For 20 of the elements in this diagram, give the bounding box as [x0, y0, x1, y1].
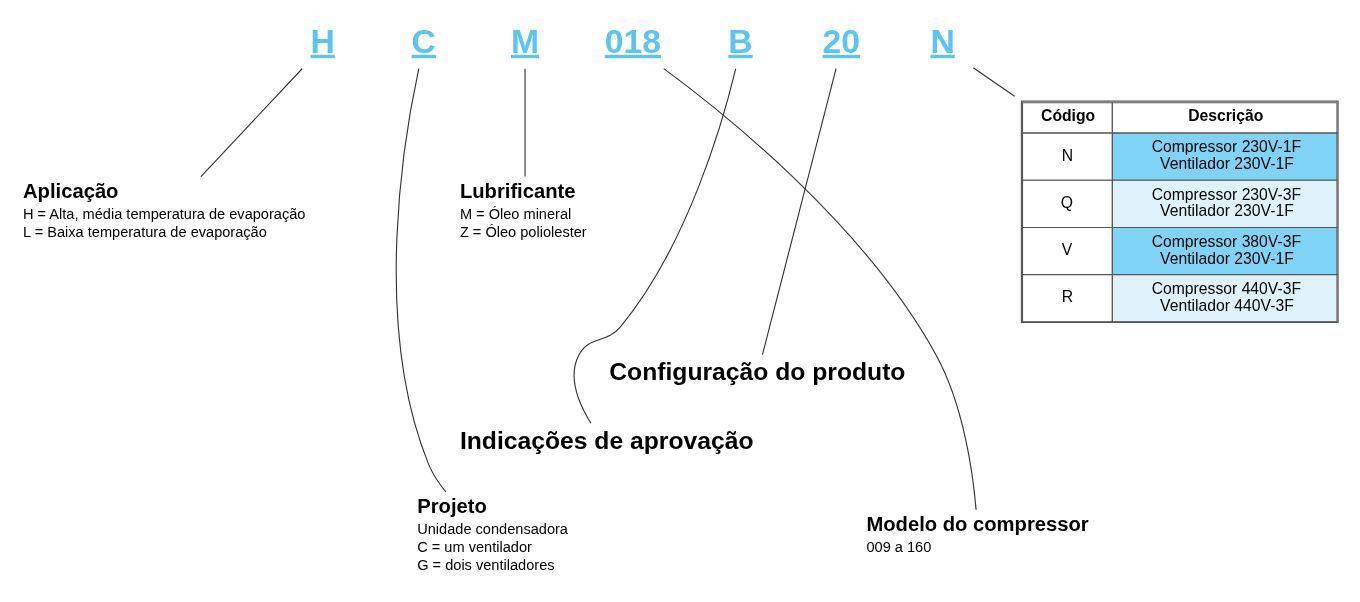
node-text: 20: [822, 22, 861, 60]
connector: [573, 68, 737, 424]
node-text: Lubrificante M = Óleo mineral Z = Óleo poliolester: [459, 179, 587, 240]
connector: [200, 68, 303, 178]
node-text: Projeto Unidade condensadora C = um ventilador G = dois ventiladores: [417, 494, 568, 573]
node-text: H: [310, 22, 335, 60]
connector: [972, 67, 1016, 97]
connector: [395, 68, 447, 493]
connector: [761, 68, 837, 356]
node-text: Aplicação H = Alta, média temperatura de evaporação L = Baixa temperatura de evaporação: [23, 179, 306, 240]
connector: [663, 68, 977, 511]
node-text: Modelo do compressor 009 a 160: [866, 512, 1089, 555]
node-text: Indicações de aprovação: [459, 426, 754, 454]
node-text: Configuração do produto: [609, 358, 906, 386]
node-text: N: [930, 22, 955, 60]
connector: [524, 68, 526, 178]
node-text: M: [510, 22, 540, 60]
node-text: B: [728, 22, 753, 60]
node-text: 018: [604, 22, 661, 60]
node-text: C: [411, 22, 436, 60]
